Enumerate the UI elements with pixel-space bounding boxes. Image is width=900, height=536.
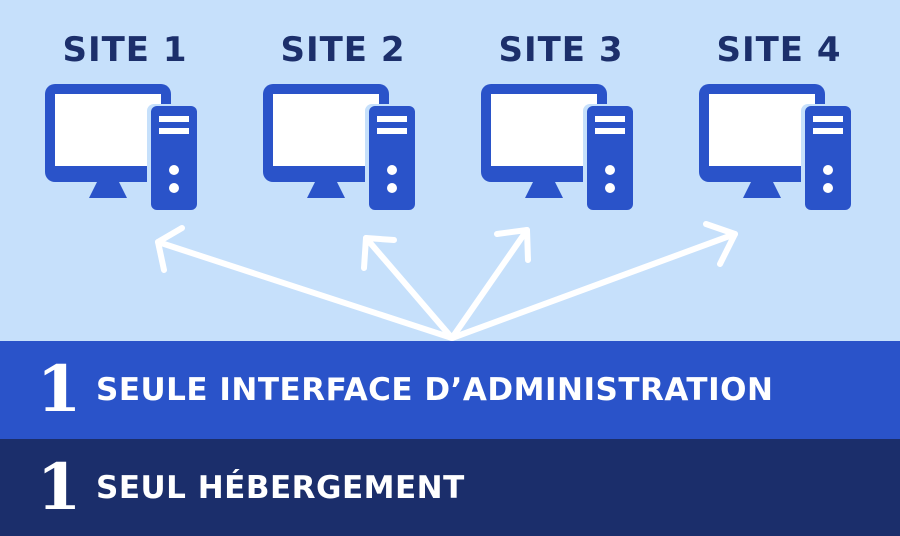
site-3: SITE 3	[476, 20, 646, 220]
site-4: SITE 4	[694, 20, 864, 220]
admin-interface-band: 1 SEULE INTERFACE D’ADMINISTRATION	[0, 341, 900, 439]
arrow-to-site-2	[361, 235, 455, 341]
arrow-to-site-3	[449, 227, 531, 341]
site-1-title: SITE 1	[62, 30, 188, 70]
site-3-title: SITE 3	[498, 30, 624, 70]
desktop-computer-icon	[263, 84, 417, 212]
hosting-text: SEUL HÉBERGEMENT	[96, 469, 465, 506]
hosting-band: 1 SEUL HÉBERGEMENT	[0, 439, 900, 536]
arrow-to-site-4	[449, 221, 738, 341]
site-2-title: SITE 2	[280, 30, 406, 70]
site-4-title: SITE 4	[716, 30, 842, 70]
arrow-to-site-1	[155, 225, 455, 341]
desktop-computer-icon	[45, 84, 199, 212]
admin-interface-number: 1	[36, 352, 82, 427]
top-area: SITE 1 SITE 2 SITE 3	[40, 20, 864, 341]
site-2: SITE 2	[258, 20, 428, 220]
desktop-computer-icon	[699, 84, 853, 212]
site-1: SITE 1	[40, 20, 210, 220]
hosting-number: 1	[36, 449, 82, 525]
arrows	[155, 221, 738, 341]
admin-interface-text: SEULE INTERFACE D’ADMINISTRATION	[96, 372, 774, 408]
desktop-computer-icon	[481, 84, 635, 212]
